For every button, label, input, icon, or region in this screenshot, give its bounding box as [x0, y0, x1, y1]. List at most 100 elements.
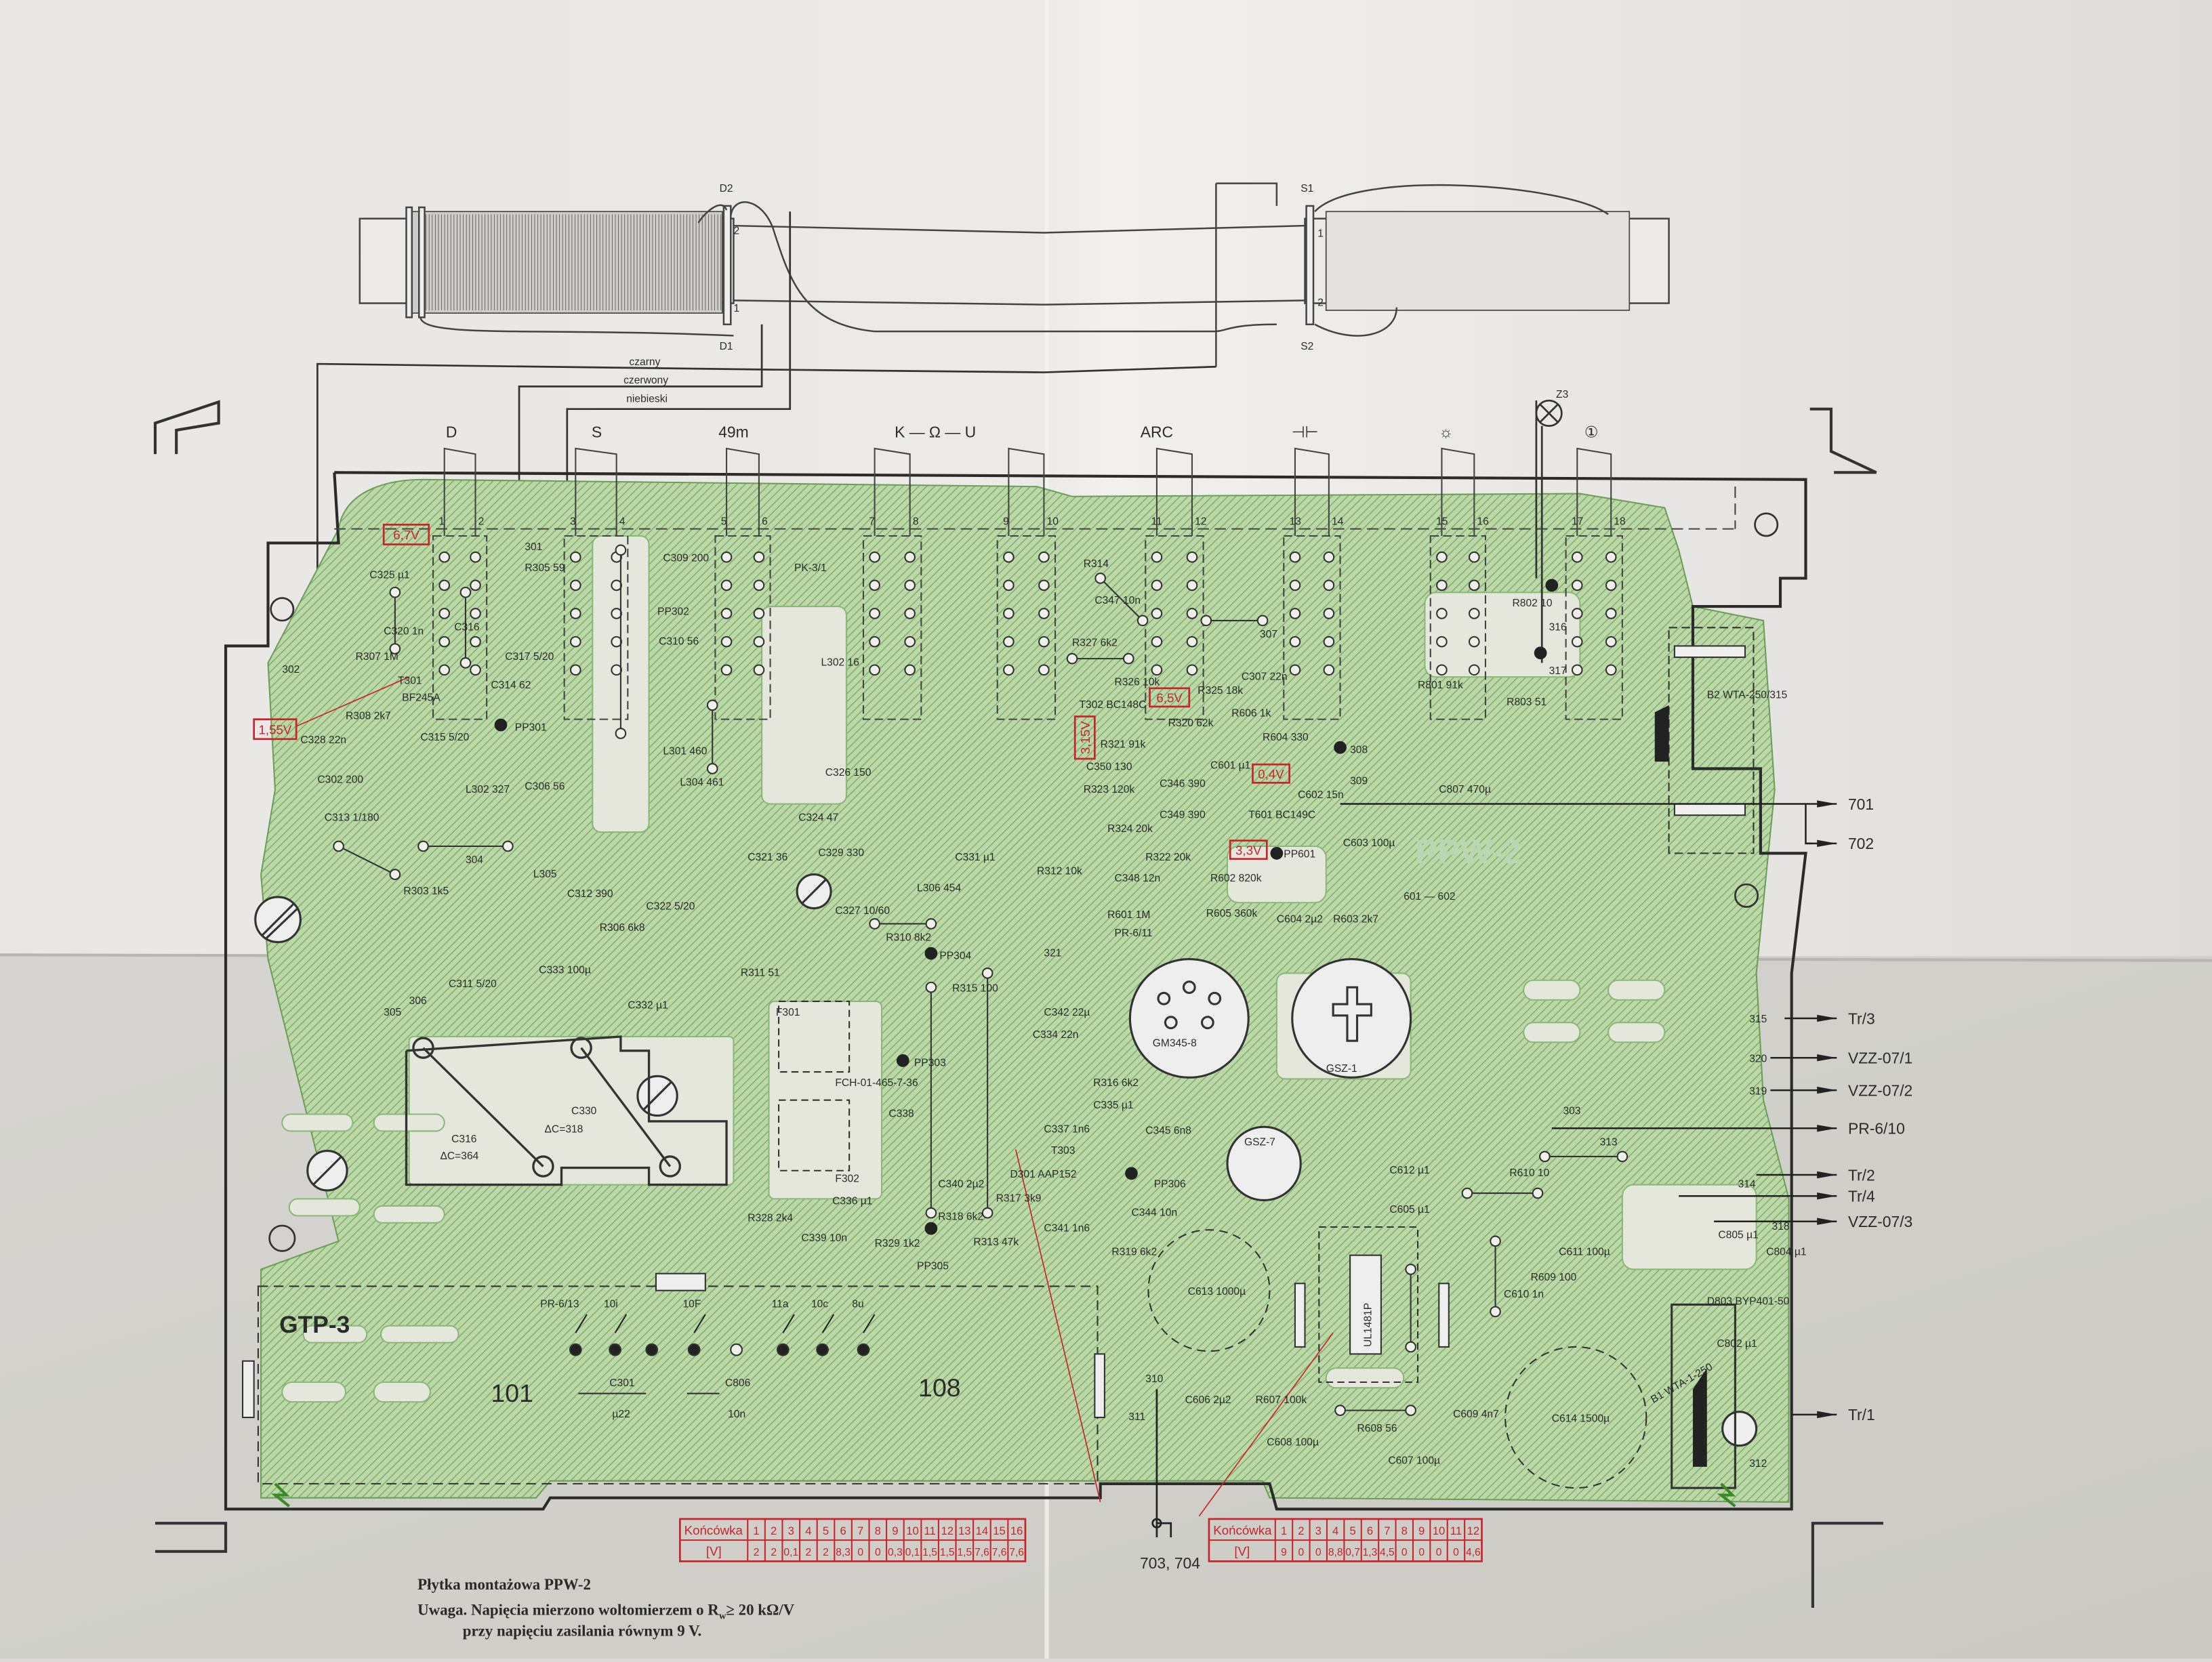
output-label: 702	[1848, 835, 1874, 852]
pin-label: 2	[733, 226, 739, 237]
table-value: 2	[754, 1547, 760, 1558]
output-label-703-704: 703, 704	[1140, 1554, 1200, 1572]
ground-mark	[1717, 1482, 1736, 1508]
tuning-cap-label: C316	[451, 1134, 476, 1145]
module-label: B2 WTA-250/315	[1707, 689, 1788, 701]
table-pin: 1	[753, 1524, 759, 1537]
table-value: 8,8	[1328, 1547, 1343, 1558]
component-label: R319 6k2	[1111, 1247, 1157, 1258]
table-unit: [V]	[1234, 1544, 1250, 1558]
component-label: D803 BYP401-50	[1707, 1296, 1790, 1308]
ic-body	[1349, 1254, 1382, 1355]
output-pad-label: 315	[1749, 1014, 1767, 1025]
tuning-cap-value: ΔC=318	[545, 1124, 583, 1136]
output-label: Tr/1	[1848, 1406, 1875, 1424]
component-label: PP301	[515, 722, 547, 733]
table-pin: 4	[1332, 1524, 1338, 1537]
component-label: R602 820k	[1210, 873, 1262, 884]
component-label: C322 5/20	[646, 901, 695, 913]
table-value: 0	[857, 1547, 863, 1558]
caption-note: Uwaga. Napięcia mierzono woltomierzem o …	[417, 1601, 794, 1621]
table-pin: 5	[823, 1524, 829, 1537]
ic-ul1481p	[1318, 1226, 1419, 1384]
output-label: Tr/2	[1848, 1166, 1875, 1184]
output-703-704-lines	[1151, 1389, 1172, 1537]
connector-gsz1	[1291, 957, 1412, 1079]
contact-number: 7	[869, 516, 875, 527]
table-pin: 12	[1467, 1524, 1480, 1537]
contact-number: 18	[1614, 516, 1625, 527]
component-label: C601 µ1	[1210, 760, 1250, 771]
table-value: 0	[1401, 1547, 1408, 1558]
component-label: L301 460	[663, 746, 707, 757]
mounting-holes	[268, 512, 1779, 1252]
table-pin: 15	[993, 1524, 1006, 1537]
component-label: R328 2k4	[747, 1213, 793, 1224]
ppw2-board-label: PPW-2	[1415, 833, 1521, 871]
registration-marks	[153, 400, 1883, 1608]
table-value: 0	[1436, 1547, 1442, 1558]
band-label: ☼	[1439, 423, 1453, 440]
component-label: L305	[533, 869, 557, 880]
table-value: 0,1	[783, 1547, 798, 1558]
table-value: 4,6	[1466, 1547, 1481, 1558]
voltage-table-left: Końcówka[V]122230,1425268,3708090,3100,1…	[678, 1518, 1027, 1562]
band-label: ARC	[1141, 423, 1173, 440]
contact-number: 17	[1572, 516, 1583, 527]
component-label: R321 91k	[1101, 739, 1146, 750]
component-label: C324 47	[798, 812, 838, 824]
component-label: R320 62k	[1168, 718, 1214, 729]
component-label: R308 2k7	[346, 711, 391, 722]
component-label: C320 1n	[384, 626, 424, 638]
table-pin: 5	[1349, 1524, 1355, 1537]
table-pin: 11	[1450, 1524, 1462, 1537]
table-pin: 4	[805, 1524, 811, 1537]
module-label: GM345-8	[1153, 1038, 1197, 1050]
component-label: PP303	[914, 1058, 946, 1069]
component-label: R306 6k8	[600, 922, 645, 934]
module-label: GSZ-1	[1326, 1063, 1357, 1075]
output-pad-label: 319	[1749, 1085, 1767, 1097]
band-label: ⊣⊢	[1292, 423, 1319, 440]
caption: Płytka montażowa PPW-2 Uwaga. Napięcia m…	[417, 1576, 794, 1640]
lamp-label: Z3	[1556, 389, 1568, 400]
voltage-value: 3,15V	[1078, 721, 1092, 754]
component-label: R327 6k2	[1072, 637, 1118, 648]
contact-number: 1	[438, 516, 445, 527]
table-pin: 16	[1010, 1524, 1023, 1537]
gtp-pin-label: PR-6/13	[540, 1299, 579, 1310]
heatsink-left	[1294, 1283, 1306, 1348]
gtp3-label: GTP-3	[279, 1312, 350, 1338]
table-header: Końcówka	[684, 1523, 743, 1537]
component-label: R314	[1084, 558, 1109, 570]
component-label: C302 200	[317, 774, 363, 785]
band-label: D	[446, 423, 457, 440]
component-label: C614 1500µ	[1552, 1413, 1610, 1424]
component-label: R326 10k	[1114, 677, 1160, 688]
component-label: C609 4n7	[1453, 1409, 1499, 1420]
table-value: 7,6	[992, 1547, 1007, 1558]
output-label: VZZ-07/3	[1848, 1213, 1912, 1230]
component-label: C332 µ1	[628, 999, 668, 1011]
output-label: VZZ-07/2	[1848, 1081, 1912, 1099]
contact-number: 10	[1047, 516, 1059, 527]
gtp-pin-label: 8u	[852, 1299, 863, 1310]
component-label: C314 62	[491, 680, 531, 691]
connector-gsz7	[1226, 1125, 1302, 1202]
table-value: 0,3	[888, 1547, 903, 1558]
component-label: PP304	[939, 951, 971, 962]
component-label: PP306	[1154, 1179, 1186, 1190]
component-value: 10n	[728, 1409, 745, 1420]
pin-label: 1	[733, 303, 739, 314]
terminal-s1: S1	[1300, 183, 1313, 194]
table-unit: [V]	[706, 1544, 722, 1558]
component-label: C603 100µ	[1343, 837, 1395, 849]
table-pin: 7	[857, 1524, 863, 1537]
component-label: C805 µ1	[1718, 1230, 1758, 1241]
component-label: C606 2µ2	[1185, 1394, 1231, 1406]
table-pin: 12	[941, 1524, 954, 1537]
component-label: C311 5/20	[449, 978, 497, 990]
table-value: 0	[1418, 1547, 1425, 1558]
component-label: C349 390	[1160, 809, 1206, 820]
